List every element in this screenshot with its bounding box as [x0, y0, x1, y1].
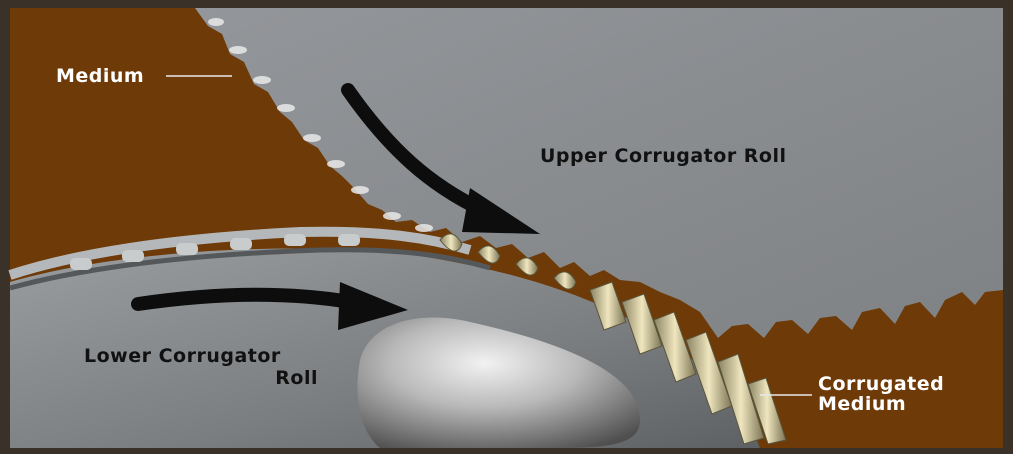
upper-roll-label: Upper Corrugator Roll — [540, 145, 787, 167]
lower-roll-label-line2: Roll — [275, 367, 318, 389]
lower-roll-label-line1: Lower Corrugator — [84, 345, 281, 367]
corrugated-medium-label-line2: Medium — [818, 393, 906, 415]
medium-label: Medium — [56, 65, 144, 87]
corrugated-medium-label-line1: Corrugated — [818, 373, 944, 395]
